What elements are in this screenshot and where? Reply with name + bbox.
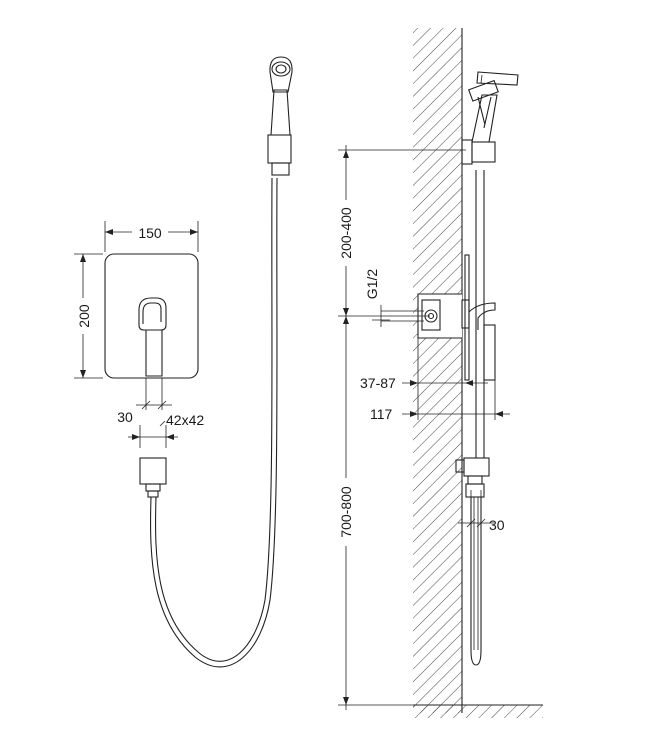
mount-depth-label: 37-87 xyxy=(360,375,396,391)
hose-diameter-label: 30 xyxy=(489,517,505,533)
plate-height-dimension: 200 xyxy=(74,253,103,379)
handle-offset-dimension: 30 xyxy=(117,378,172,425)
flexible-hose xyxy=(150,177,278,668)
plate-width-dimension: 150 xyxy=(104,221,199,252)
handle-offset-label: 30 xyxy=(117,409,133,425)
connector-size-label: 42x42 xyxy=(166,412,204,428)
plate-width-label: 150 xyxy=(138,225,162,241)
plate-height-label: 200 xyxy=(76,304,92,328)
outlet-height-label: 700-800 xyxy=(338,486,354,538)
projection-label: 117 xyxy=(370,406,393,422)
floor-hatching xyxy=(413,705,543,718)
wall-hatching xyxy=(413,28,462,713)
wall-outlet xyxy=(455,457,490,498)
thread-dimension: G1/2 xyxy=(364,269,424,327)
hand-shower xyxy=(267,56,293,176)
cover-plate xyxy=(104,253,199,379)
projection-dimension: 117 xyxy=(370,380,510,422)
holder-height-label: 200-400 xyxy=(338,207,354,259)
front-view: 150 200 30 xyxy=(74,56,293,668)
wall-holder xyxy=(461,139,496,165)
mixer-side xyxy=(461,254,496,381)
mount-depth-dimension: 37-87 xyxy=(360,338,488,420)
connector-dimension: 42x42 xyxy=(128,412,204,448)
side-view: 30 200-400 700-800 G1/2 xyxy=(337,28,543,718)
sprayer-head xyxy=(468,71,519,143)
hose-connector xyxy=(139,457,167,498)
height-dimensions: 200-400 700-800 xyxy=(337,145,466,710)
hose-diameter-dimension: 30 xyxy=(458,490,505,533)
mixer-handle xyxy=(138,297,167,377)
thread-label: G1/2 xyxy=(364,269,380,300)
